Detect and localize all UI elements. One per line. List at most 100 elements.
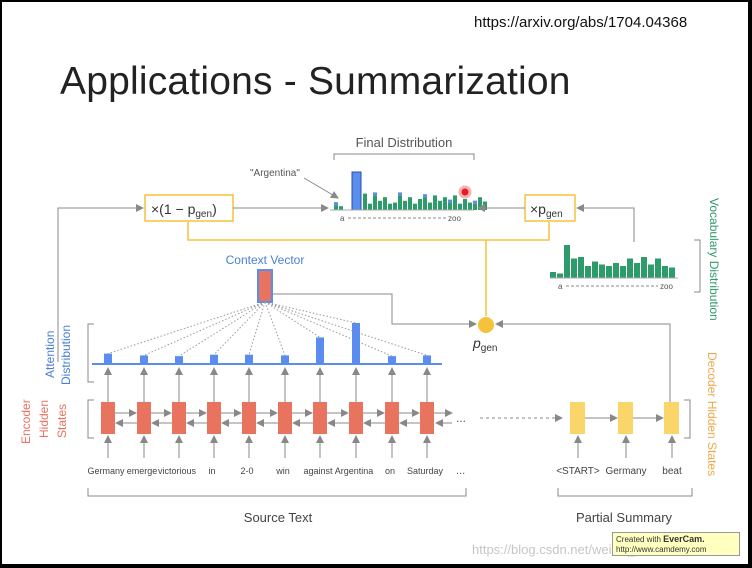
vocab-bar	[557, 273, 563, 278]
final-bar-attention-part	[334, 202, 338, 206]
vocab-bar	[648, 264, 654, 278]
encoder-ellipsis: ...	[456, 411, 466, 425]
final-bar	[403, 200, 407, 210]
context-to-vocab	[272, 293, 477, 328]
vocab-bar	[592, 261, 598, 278]
final-axis-a: a	[340, 214, 345, 223]
one-minus-pgen-text: ×(1 − p	[151, 201, 196, 217]
encoder-state	[242, 402, 256, 434]
attention-bar	[175, 356, 183, 363]
attention-bar	[423, 355, 431, 363]
attention-bar	[352, 323, 360, 363]
argentina-callout-arrow	[303, 177, 339, 199]
pgen-box-label: ×pgen	[530, 201, 563, 220]
final-distribution-bracket	[333, 153, 475, 160]
final-axis-zoo: zoo	[448, 214, 461, 223]
final-bar	[458, 203, 462, 210]
source-word: on	[385, 466, 395, 476]
one-minus-pgen-box	[144, 194, 234, 222]
one-minus-pgen-close: )	[212, 201, 217, 217]
attention-lines	[107, 301, 428, 357]
pgen-box-sub: gen	[546, 209, 563, 220]
encoder-state	[207, 402, 221, 434]
decoder-state	[664, 402, 679, 434]
vocab-bar	[655, 258, 661, 278]
final-bar-attention-part	[373, 192, 377, 196]
final-bar	[378, 200, 382, 210]
vocab-distribution-label: Vocabulary Distribution	[707, 198, 721, 321]
pgen-node-sub: gen	[481, 343, 498, 354]
arxiv-url[interactable]: https://arxiv.org/abs/1704.04368	[474, 14, 688, 31]
vocab-bar	[641, 257, 647, 278]
vocab-bar	[627, 258, 633, 278]
attention-bar	[281, 355, 289, 363]
source-word: Germany	[87, 466, 125, 476]
decoder-word: <START>	[556, 466, 600, 477]
attention-bar	[316, 337, 324, 363]
pgen-node	[478, 317, 494, 333]
encoder-state	[101, 402, 115, 434]
attention-bar	[104, 353, 112, 363]
attention-bracket	[87, 323, 94, 383]
slide-title: Applications - Summarization	[60, 60, 571, 103]
attention-dotted-line	[264, 301, 357, 324]
encoder-hidden-states	[101, 367, 453, 458]
argentina-callout: "Argentina"	[250, 168, 300, 179]
vocab-bar	[613, 263, 619, 278]
attention-bar	[245, 354, 253, 363]
attention-bar	[210, 354, 218, 363]
decoder-state	[618, 402, 633, 434]
final-bar	[448, 202, 452, 210]
vocab-bar	[669, 267, 675, 278]
evercam-badge[interactable]: Created with EverCam. http://www.camdemy…	[612, 532, 740, 556]
final-bar	[453, 195, 457, 210]
decoder-word: beat	[662, 466, 682, 477]
final-bar-attention-part	[398, 192, 402, 196]
vocab-bar	[564, 245, 570, 278]
source-word: emerge	[127, 466, 158, 476]
source-word: 2-0	[240, 466, 253, 476]
encoder-state	[313, 402, 327, 434]
attention-dotted-line	[264, 301, 428, 356]
vocab-bar	[550, 272, 556, 278]
decoder-to-attention	[442, 382, 664, 402]
one-minus-pgen-label: ×(1 − pgen)	[151, 201, 217, 220]
decoder-words: <START> Germany beat	[556, 466, 682, 477]
pgen-node-label: pgen	[472, 335, 497, 354]
final-bar	[413, 203, 417, 210]
final-bar	[408, 197, 412, 210]
source-word: Argentina	[335, 466, 374, 476]
source-text-bracket	[87, 488, 467, 497]
encoder-label-3: States	[55, 404, 69, 438]
final-bar	[368, 203, 372, 210]
attention-dotted-line	[264, 301, 393, 357]
final-bar	[388, 203, 392, 210]
source-word: victorious	[158, 466, 197, 476]
vocab-bar	[662, 266, 668, 278]
decoder-to-pgen	[495, 320, 671, 402]
attention-label-2: Distribution	[59, 325, 73, 385]
attention-label-1: Attention	[43, 331, 57, 378]
attention-dotted-line	[264, 301, 321, 338]
vocab-bar	[634, 263, 640, 278]
final-bar	[383, 197, 387, 210]
vocab-to-right-box	[576, 204, 635, 242]
final-bar	[428, 202, 432, 210]
evercam-prefix: Created with	[616, 535, 664, 544]
pgen-box-text: ×p	[530, 201, 546, 217]
decoder-state	[570, 402, 585, 434]
decoder-word: Germany	[605, 466, 646, 477]
final-bar-attention-part	[423, 194, 427, 198]
encoder-state	[278, 402, 292, 434]
encoder-bracket	[87, 399, 94, 439]
final-bar	[393, 202, 397, 210]
final-bar-attention-part	[473, 200, 477, 204]
vocab-axis-zoo: zoo	[660, 282, 673, 291]
vocab-bracket	[694, 239, 701, 293]
pgen-line-right	[486, 222, 550, 241]
attention-bar	[140, 355, 148, 363]
decoder-bracket	[684, 399, 691, 439]
attention-distribution-bars	[104, 323, 431, 363]
evercam-url: http://www.camdemy.com	[616, 545, 707, 554]
